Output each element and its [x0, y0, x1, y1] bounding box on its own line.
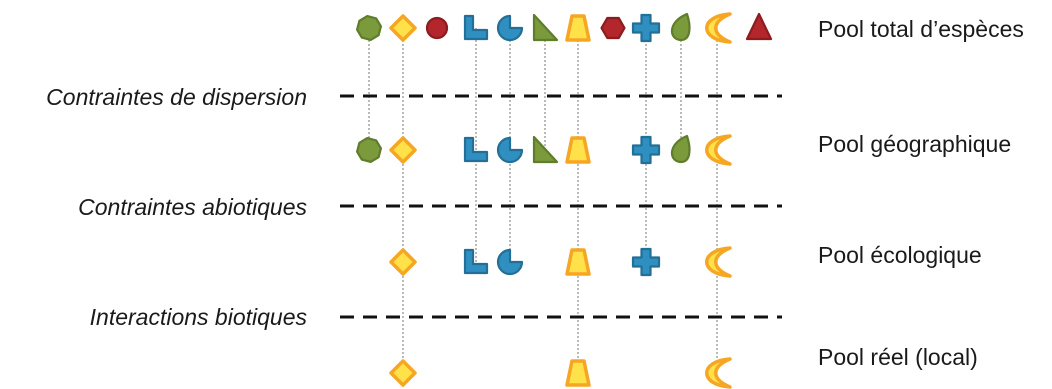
l-shape-blue-icon — [463, 14, 489, 41]
leaf-green-icon — [670, 134, 691, 164]
crescent-orange-icon — [705, 246, 732, 278]
pacman-blue-icon — [496, 136, 524, 164]
trapezoid-orange-icon — [565, 248, 591, 276]
filter-label-biotic: Interactions biotiques — [89, 304, 307, 330]
pool-label-geographic: Pool géographique — [818, 131, 1012, 157]
filter-label-dispersion: Contraintes de dispersion — [46, 84, 307, 110]
crescent-orange-icon — [705, 134, 732, 166]
trapezoid-orange-icon — [565, 359, 591, 387]
pool-label-local: Pool réel (local) — [818, 344, 978, 370]
crescent-orange-icon — [705, 12, 732, 44]
diamond-orange-icon — [389, 248, 417, 276]
triangle-right-green-icon — [532, 13, 559, 42]
l-shape-blue-icon — [463, 136, 489, 163]
cross-blue-icon — [631, 13, 661, 43]
lineage-lines — [368, 28, 718, 373]
cross-blue-icon — [631, 135, 661, 165]
diamond-orange-icon — [389, 136, 417, 164]
leaf-green-icon — [670, 12, 691, 42]
triangle-red-icon — [745, 12, 773, 41]
octagon-green-icon — [356, 137, 382, 163]
trapezoid-orange-icon — [565, 14, 591, 42]
cross-blue-icon — [631, 247, 661, 277]
octagon-green-icon — [356, 15, 382, 42]
filter-label-abiotic: Contraintes abiotiques — [78, 194, 307, 220]
l-shape-blue-icon — [463, 248, 489, 275]
pool-label-ecological: Pool écologique — [818, 242, 982, 268]
circle-red-icon — [425, 16, 449, 40]
pacman-blue-icon — [496, 248, 524, 276]
pool-row-2 — [356, 134, 732, 166]
pacman-blue-icon — [496, 14, 524, 42]
diamond-orange-icon — [389, 14, 417, 42]
pool-row-3 — [389, 246, 732, 278]
triangle-right-green-icon — [532, 135, 559, 164]
pool-row-4 — [389, 357, 732, 389]
pool-label-total: Pool total d’espèces — [818, 16, 1024, 42]
pool-row-1 — [356, 12, 773, 44]
hexagon-red-icon — [600, 16, 626, 40]
crescent-orange-icon — [705, 357, 732, 389]
trapezoid-orange-icon — [565, 136, 591, 164]
diamond-orange-icon — [389, 359, 417, 387]
